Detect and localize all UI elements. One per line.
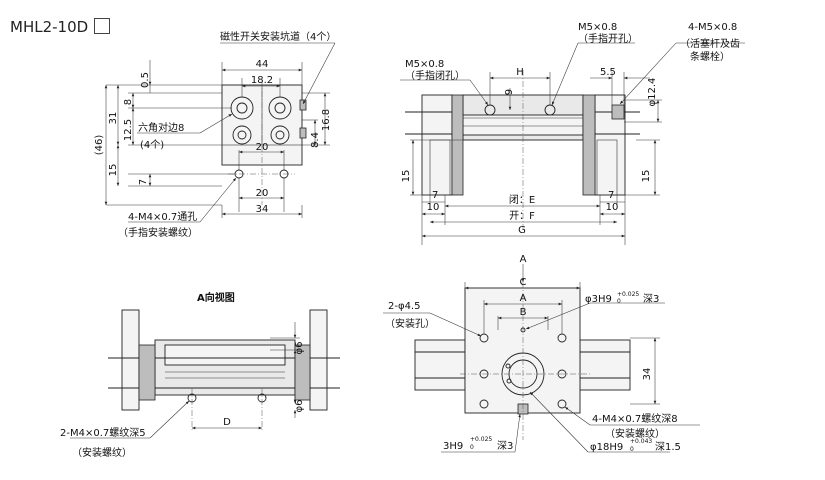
v4-pin-hole-tol-up: +0.025 <box>617 291 639 298</box>
v1-dim-46: (46) <box>94 135 105 156</box>
v2-dim-15b: 15 <box>641 170 652 183</box>
v2-dim-7a: 7 <box>432 190 438 201</box>
v4-dim-B: B <box>520 307 527 318</box>
v2-dim-10a: 10 <box>427 202 440 213</box>
v4-pin2-tol-low: 0 <box>470 444 474 451</box>
v2-dim-9: 9 <box>504 89 515 95</box>
v1-dim-18-2: 18.2 <box>251 75 273 86</box>
v1-dim-44: 44 <box>256 59 269 70</box>
v4-screw-note: （安装螺纹） <box>605 427 665 440</box>
v4-screw-hole-1 <box>479 399 489 409</box>
v3-finger-left <box>121 309 140 411</box>
v2-close-port-label: M5×0.8 <box>405 59 444 70</box>
v1-fitting-br <box>270 125 290 145</box>
v4-mount-hole-label: 2-φ4.5 <box>388 301 420 312</box>
v3-dim-D: D <box>223 417 231 428</box>
v4-dim-34: 34 <box>642 368 653 381</box>
v1-dim-31: 31 <box>108 112 119 125</box>
v3-dim-phi6b: φ6 <box>294 400 305 413</box>
v1-dim-8-4: 8.4 <box>310 132 321 148</box>
v2-dim-7b: 7 <box>608 190 614 201</box>
v4-pin2-depth: 深3 <box>497 440 513 452</box>
model-name: MHL2-10D <box>10 18 89 36</box>
v2-piston-screw-label: 4-M5×0.8 <box>688 22 737 33</box>
v4-bore-label: φ18H9 <box>590 442 623 453</box>
model-title: MHL2-10D <box>10 18 111 36</box>
v3-screw-label: 2-M4×0.7螺纹深5 <box>60 426 146 439</box>
v1-groove-2 <box>299 127 307 139</box>
v2-open-port-note: （手指开孔） <box>578 32 638 45</box>
v2-dim-5-5: 5.5 <box>600 67 616 78</box>
v1-groove-label: 磁性开关安装坑道（4个） <box>220 30 336 43</box>
view-top-right: H 9 5.5 φ12.4 15 15 7 7 10 <box>400 22 745 245</box>
v1-dim-16-8: 16.8 <box>321 109 332 131</box>
v1-thru-hole: 4-M4×0.7通孔 <box>128 211 197 223</box>
v1-fitting-bl <box>232 125 252 145</box>
v2-dim-G: G <box>518 225 526 236</box>
v4-dim-A: A <box>520 293 527 304</box>
v1-dim-7: 7 <box>138 179 149 185</box>
v2-piston-nut <box>611 104 625 120</box>
v2-dim-10b: 10 <box>606 202 619 213</box>
v3-dim-phi6a: φ6 <box>294 342 305 355</box>
v4-pin2-label: 3H9 <box>443 441 463 452</box>
view-top-left: 44 18.2 0.5 8 12.5 31 (46) 15 7 16. <box>94 30 336 239</box>
v2-dim-phi12-4: φ12.4 <box>647 78 658 107</box>
v2-piston-note-2: 条螺栓） <box>690 50 730 63</box>
view-bottom-left: A向视图 φ6 φ6 D 2-M4×0.7螺纹深5 <box>60 291 340 459</box>
v1-dim-12-5: 12.5 <box>123 119 134 141</box>
v2-dim-E: 闭：E <box>509 193 535 206</box>
v2-close-port-note: （手指闭孔） <box>405 69 465 82</box>
v3-finger-right <box>309 309 328 411</box>
v3-screw-note: （安装螺纹） <box>72 446 132 459</box>
v4-pin2-tol-up: +0.025 <box>470 436 492 443</box>
v2-open-port-label: M5×0.8 <box>578 22 617 33</box>
v4-screw-label: 4-M4×0.7螺纹深8 <box>592 412 678 425</box>
v4-screw-hole-2 <box>557 399 567 409</box>
v4-rail-left <box>414 339 466 391</box>
v4-pin-hole-label: φ3H9 <box>585 294 612 305</box>
v4-dim-C: C <box>520 277 527 288</box>
v2-dim-15a: 15 <box>401 170 412 183</box>
v1-dim-20b: 20 <box>256 188 269 199</box>
v1-dim-34: 34 <box>256 204 269 215</box>
v2-dim-F: 开：F <box>509 211 535 222</box>
v4-bore-depth: 深1.5 <box>655 441 681 453</box>
v4-pin-hole-depth: 深3 <box>643 293 659 305</box>
v4-arrow-label: A <box>520 254 527 265</box>
model-checkbox <box>94 18 111 34</box>
view-bottom-right: A C A B <box>383 254 700 453</box>
v1-dim-8: 8 <box>123 99 134 105</box>
v1-hex-count: (4个) <box>140 139 164 151</box>
v4-bore-tol-low: 0 <box>630 446 634 453</box>
v4-rail-right <box>579 339 631 391</box>
v2-piston-note-1: （活塞杆及齿 <box>680 37 740 50</box>
v1-thru-hole-note: （手指安装螺纹） <box>118 226 198 239</box>
v4-pin-hole-tol-low: 0 <box>617 298 621 305</box>
v3-title: A向视图 <box>197 291 235 304</box>
v4-mount-hole-note: （安装孔） <box>385 317 435 330</box>
v1-dim-0-5: 0.5 <box>140 72 151 88</box>
v4-bore-tol-up: +0.043 <box>630 438 652 445</box>
v1-dim-20a: 20 <box>256 142 269 153</box>
v2-finger-left <box>421 94 453 196</box>
v1-hex-label: 六角对边8 <box>138 121 184 134</box>
v2-dim-H: H <box>516 67 524 78</box>
v1-dim-15: 15 <box>108 164 119 177</box>
v1-groove-1 <box>299 99 307 111</box>
